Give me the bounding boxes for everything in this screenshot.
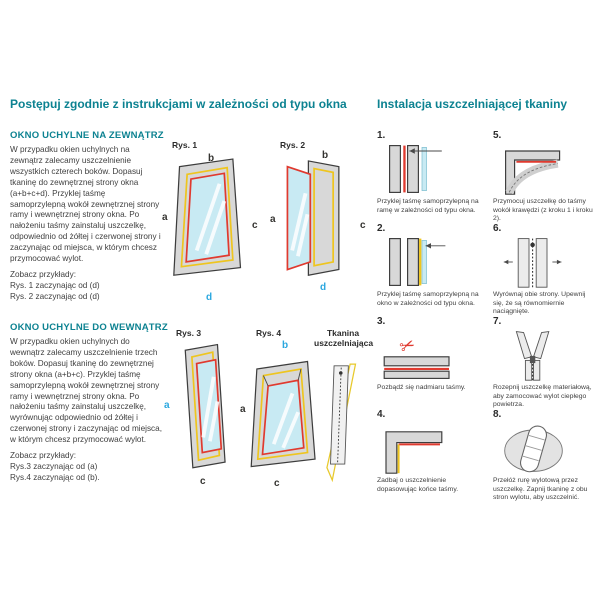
step-1-number: 1. <box>377 130 386 141</box>
example-line: Rys.4 zaczynając od (b). <box>10 473 100 483</box>
step-4-illustration <box>385 431 443 474</box>
figure-rys-4-caption: Rys. 4 <box>256 328 282 338</box>
step-7-illustration <box>515 331 550 381</box>
example-line: Rys. 1 zaczynając od (d) <box>10 281 100 291</box>
step-7-number: 7. <box>493 316 502 327</box>
figure-rys-3: Rys. 3 a c <box>164 328 250 496</box>
window-inward-side-illustration <box>184 343 226 469</box>
step-8-caption: Przełóż rurę wylotową przez uszczelkę. Z… <box>493 477 588 502</box>
step-1: 1. Przyklej taśmę samoprzylepną na ramę … <box>377 130 483 223</box>
figure-fabric-caption: Tkanina uszczelniająca <box>314 328 374 348</box>
section-window-tilting-outward: OKNO UCHYLNE NA ZEWNĄTRZ W przypadku oki… <box>10 130 372 322</box>
step-4-number: 4. <box>377 409 386 420</box>
section-2-title: OKNO UCHYLNE DO WEWNĄTRZ <box>10 322 168 333</box>
step-5-illustration <box>505 150 561 195</box>
figure-label-a: a <box>162 212 168 223</box>
step-8: 8. Przełóż rurę wylotową przez uszczelkę… <box>493 409 605 502</box>
examples-label: Zobacz przykłady: <box>10 269 76 279</box>
left-column-heading: Postępuj zgodnie z instrukcjami w zależn… <box>10 97 347 111</box>
section-1-title: OKNO UCHYLNE NA ZEWNĄTRZ <box>10 130 164 141</box>
figure-rys-2-caption: Rys. 2 <box>280 140 306 150</box>
figure-sealing-fabric: Tkanina uszczelniająca <box>314 328 374 496</box>
sealing-fabric-illustration <box>326 363 357 483</box>
step-6: 6. Wyrównaj obie strony. Upewnij się, że… <box>493 223 605 316</box>
step-2-caption: Przyklej taśmę samoprzylepną na okno w z… <box>377 291 479 307</box>
figure-label-d: d <box>206 292 213 303</box>
installation-steps: 1. Przyklej taśmę samoprzylepną na ramę … <box>377 130 605 502</box>
figure-label-a: a <box>240 404 246 415</box>
step-2-number: 2. <box>377 223 386 234</box>
figure-label-d: d <box>320 282 327 293</box>
section-1-body: W przypadku okien uchylnych na zewnątrz … <box>10 145 161 264</box>
step-4: 4. Zadbaj o uszczelnienie dopasowując ko… <box>377 409 483 502</box>
right-column-heading: Instalacja uszczelniającej tkaniny <box>377 97 568 111</box>
step-6-number: 6. <box>493 223 502 234</box>
step-1-caption: Przyklej taśmę samoprzylepną na ramę w z… <box>377 198 479 214</box>
step-6-illustration <box>503 238 562 288</box>
figure-label-c: c <box>252 220 258 231</box>
figure-label-a: a <box>270 214 276 225</box>
figure-rys-2: Rys. 2 b a c d <box>270 140 366 310</box>
window-inward-top-illustration <box>250 360 316 468</box>
step-6-caption: Wyrównaj obie strony. Upewnij się, że są… <box>493 291 586 316</box>
figure-label-b: b <box>282 340 289 351</box>
figure-rys-1-caption: Rys. 1 <box>172 140 198 150</box>
step-3-number: 3. <box>377 316 386 327</box>
step-5-number: 5. <box>493 130 502 141</box>
step-5-caption: Przymocuj uszczelkę do taśmy wokół krawę… <box>493 198 593 223</box>
step-4-caption: Zadbaj o uszczelnienie dopasowując końce… <box>377 477 459 493</box>
window-outward-side-illustration <box>286 160 340 276</box>
section-2-body: W przypadku okien uchylnych do wewnątrz … <box>10 337 162 445</box>
scissors-icon: ✂ <box>397 334 418 358</box>
figure-rys-4: Rys. 4 b a c <box>240 328 326 496</box>
step-5: 5. Przymocuj uszczelkę do taśmy wokół kr… <box>493 130 605 223</box>
section-1-examples: Zobacz przykłady: Rys. 1 zaczynając od (… <box>10 269 163 302</box>
step-2-illustration <box>389 238 446 286</box>
step-8-illustration <box>504 425 563 473</box>
figure-rys-1: Rys. 1 b a c d <box>162 140 262 310</box>
figure-label-b: b <box>322 150 329 161</box>
example-line: Rys.3 zaczynając od (a) <box>10 462 98 472</box>
figure-label-c: c <box>274 478 280 489</box>
step-1-illustration <box>389 145 442 193</box>
figure-rys-3-caption: Rys. 3 <box>176 328 202 338</box>
figure-label-a: a <box>164 400 170 411</box>
figure-label-c: c <box>360 220 366 231</box>
figure-label-b: b <box>208 153 215 164</box>
figure-label-c: c <box>200 476 206 487</box>
step-7-caption: Rozepnij uszczelkę materiałową, aby zamo… <box>493 384 592 409</box>
step-3-illustration: ✂ <box>383 334 450 379</box>
step-7: 7. Rozepnij uszczelkę materiałową, aby z… <box>493 316 605 409</box>
section-window-tilting-inward: OKNO UCHYLNE DO WEWNĄTRZ W przypadku oki… <box>10 322 374 504</box>
step-3: 3. ✂ Pozbądź się nadmiaru taśmy. <box>377 316 483 409</box>
examples-label: Zobacz przykłady: <box>10 451 76 461</box>
step-2: 2. Przyklej taśmę samoprzylepną na okno … <box>377 223 483 316</box>
step-3-caption: Pozbądź się nadmiaru taśmy. <box>377 384 466 391</box>
example-line: Rys. 2 zaczynając od (d) <box>10 292 100 302</box>
window-outward-front-illustration <box>173 158 242 276</box>
section-2-examples: Zobacz przykłady: Rys.3 zaczynając od (a… <box>10 450 163 483</box>
step-8-number: 8. <box>493 409 502 420</box>
